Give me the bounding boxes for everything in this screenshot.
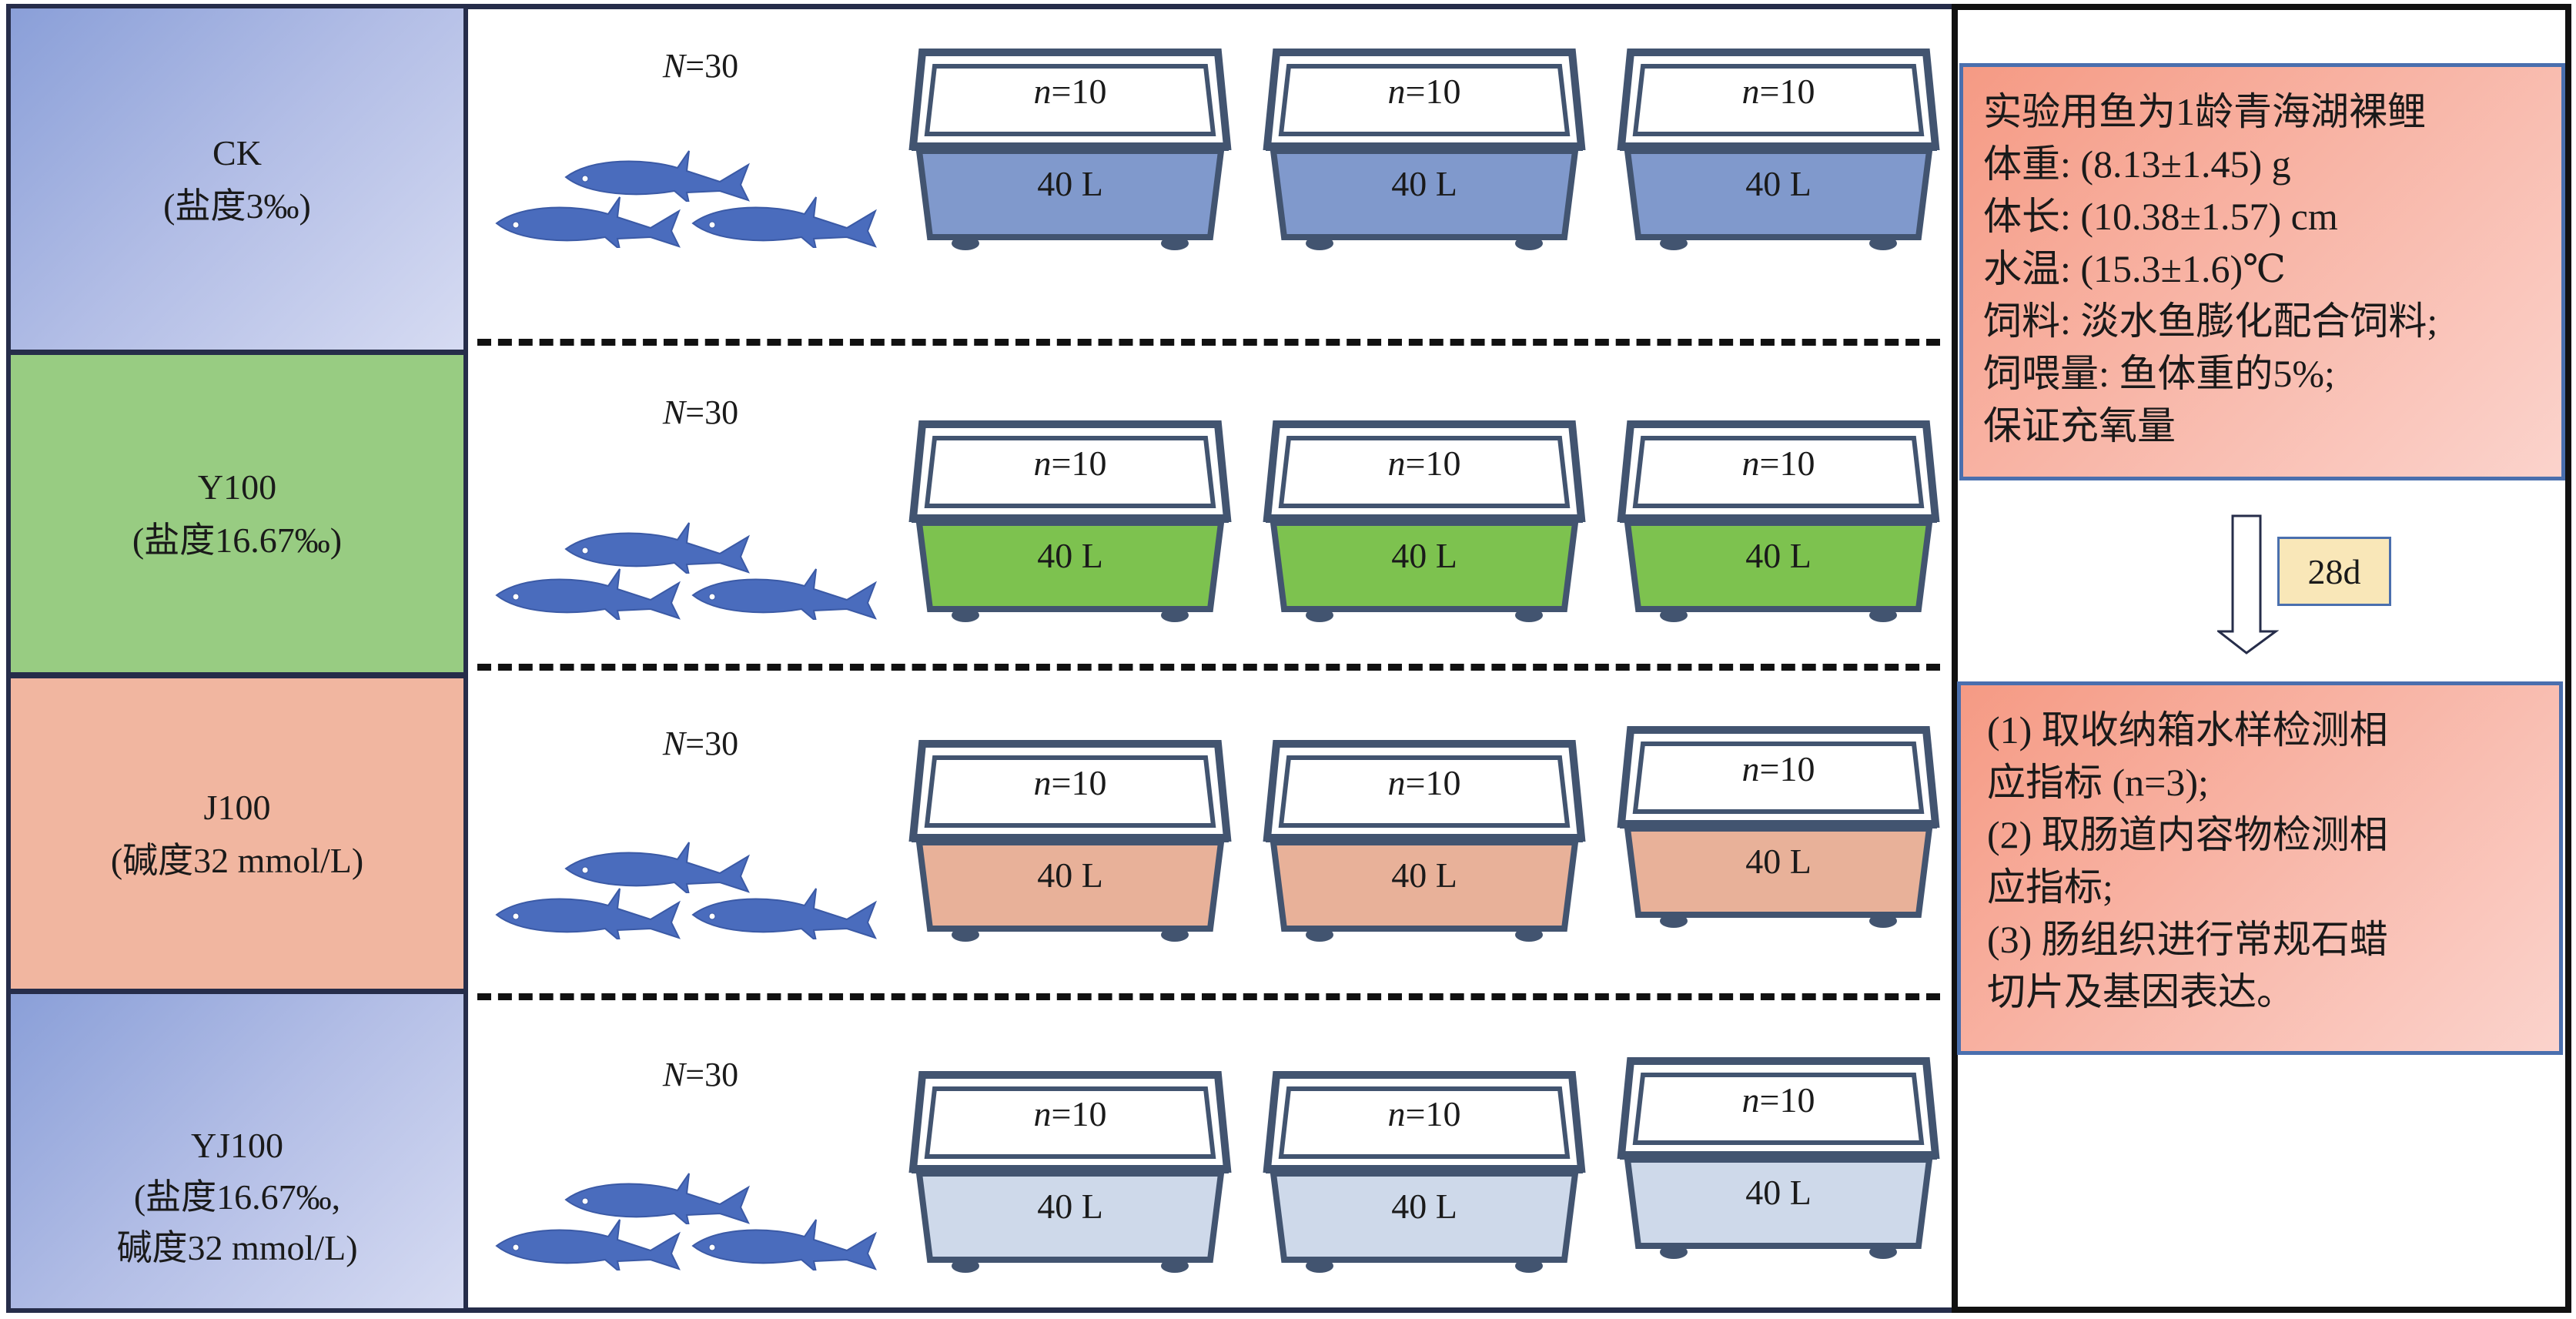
- group-label-ck: CK (盐度3‰): [6, 4, 468, 354]
- group-name: J100: [203, 787, 271, 827]
- fish-info-box: 实验用鱼为1龄青海湖裸鲤 体重: (8.13±1.45) g 体长: (10.3…: [1959, 63, 2565, 480]
- tank-volume: 40 L: [1391, 1187, 1457, 1226]
- tank-volume: 40 L: [1391, 164, 1457, 203]
- procedure-line: (2) 取肠道内容物检测相: [1987, 813, 2388, 856]
- tank-volume: 40 L: [1745, 164, 1812, 203]
- tank-volume: 40 L: [1391, 536, 1457, 575]
- tank-icon: n=10 40 L: [1617, 420, 1940, 628]
- group-condition: (盐度3‰): [163, 186, 311, 226]
- tank-volume: 40 L: [1037, 855, 1103, 895]
- tank-icon: n=10 40 L: [1263, 48, 1586, 256]
- tank-volume: 40 L: [1745, 1173, 1812, 1212]
- info-line: 饲喂量: 鱼体重的5%;: [1983, 352, 2335, 395]
- group-sample-size: N=30: [662, 725, 739, 762]
- fish-icon: [689, 1217, 882, 1274]
- fish-icon: [562, 148, 754, 206]
- group-label-j100: J100 (碱度32 mmol/L): [6, 674, 468, 993]
- procedures-box: (1) 取收纳箱水样检测相 应指标 (n=3); (2) 取肠道内容物检测相 应…: [1957, 681, 2563, 1055]
- fish-icon: [493, 194, 685, 252]
- group-sample-size: N=30: [662, 47, 739, 85]
- tank-icon: n=10 40 L: [1263, 420, 1586, 628]
- group-name: Y100: [197, 467, 277, 507]
- tank-sample-size: n=10: [1033, 763, 1107, 802]
- procedure-line: (3) 肠组织进行常规石蜡: [1987, 918, 2388, 961]
- fish-icon: [493, 566, 685, 624]
- group-condition: (盐度16.67‰, 碱度32 mmol/L): [116, 1177, 358, 1268]
- tank-sample-size: n=10: [1741, 749, 1815, 788]
- group-label-y100: Y100 (盐度16.67‰): [6, 350, 468, 677]
- info-line: 实验用鱼为1龄青海湖裸鲤: [1983, 90, 2426, 133]
- tank-sample-size: n=10: [1741, 72, 1815, 111]
- down-arrow-icon: [2217, 514, 2279, 654]
- tank-icon: n=10 40 L: [1617, 725, 1940, 933]
- fish-icon: [689, 885, 882, 943]
- tank-sample-size: n=10: [1387, 444, 1461, 483]
- fish-icon: [493, 1217, 685, 1274]
- tank-volume: 40 L: [1745, 536, 1812, 575]
- tank-icon: n=10 40 L: [1617, 48, 1940, 256]
- tank-icon: n=10 40 L: [1263, 739, 1586, 947]
- group-condition: (碱度32 mmol/L): [110, 840, 364, 880]
- procedure-line: 切片及基因表达。: [1987, 970, 2295, 1013]
- tank-sample-size: n=10: [1033, 1094, 1107, 1133]
- fish-icon: [689, 566, 882, 624]
- tank-sample-size: n=10: [1033, 72, 1107, 111]
- group-name: CK: [212, 132, 262, 172]
- tank-sample-size: n=10: [1033, 444, 1107, 483]
- group-sample-size: N=30: [662, 393, 739, 431]
- tank-volume: 40 L: [1037, 1187, 1103, 1226]
- info-line: 体重: (8.13±1.45) g: [1983, 142, 2291, 186]
- group-name: YJ100: [190, 1125, 284, 1165]
- tank-icon: n=10 40 L: [1263, 1070, 1586, 1278]
- group-condition: (盐度16.67‰): [132, 521, 343, 560]
- procedure-line: (1) 取收纳箱水样检测相: [1987, 708, 2388, 752]
- group-divider: [477, 664, 1940, 671]
- fish-icon: [493, 885, 685, 943]
- tank-volume: 40 L: [1391, 855, 1457, 895]
- tank-icon: n=10 40 L: [908, 739, 1232, 947]
- fish-icon: [562, 1170, 754, 1228]
- tank-icon: n=10 40 L: [1617, 1056, 1940, 1264]
- tank-volume: 40 L: [1037, 536, 1103, 575]
- procedure-line: 应指标;: [1987, 865, 2113, 909]
- tank-icon: n=10 40 L: [908, 420, 1232, 628]
- tank-volume: 40 L: [1037, 164, 1103, 203]
- group-label-yj100: YJ100 (盐度16.67‰, 碱度32 mmol/L): [6, 989, 468, 1313]
- fish-icon: [562, 520, 754, 577]
- procedure-line: 应指标 (n=3);: [1987, 761, 2209, 804]
- tank-icon: n=10 40 L: [908, 48, 1232, 256]
- group-divider: [477, 993, 1940, 1000]
- info-line: 体长: (10.38±1.57) cm: [1983, 195, 2338, 238]
- tank-icon: n=10 40 L: [908, 1070, 1232, 1278]
- tank-sample-size: n=10: [1387, 763, 1461, 802]
- group-divider: [477, 339, 1940, 346]
- tank-sample-size: n=10: [1741, 444, 1815, 483]
- tank-volume: 40 L: [1745, 842, 1812, 881]
- tank-sample-size: n=10: [1741, 1080, 1815, 1120]
- tank-sample-size: n=10: [1387, 72, 1461, 111]
- fish-icon: [562, 839, 754, 897]
- group-sample-size: N=30: [662, 1056, 739, 1093]
- info-line: 饲料: 淡水鱼膨化配合饲料;: [1983, 300, 2438, 343]
- info-line: 水温: (15.3±1.6)℃: [1983, 247, 2287, 290]
- tank-sample-size: n=10: [1387, 1094, 1461, 1133]
- info-line: 保证充氧量: [1983, 404, 2176, 447]
- fish-icon: [689, 194, 882, 252]
- duration-label: 28d: [2277, 537, 2391, 606]
